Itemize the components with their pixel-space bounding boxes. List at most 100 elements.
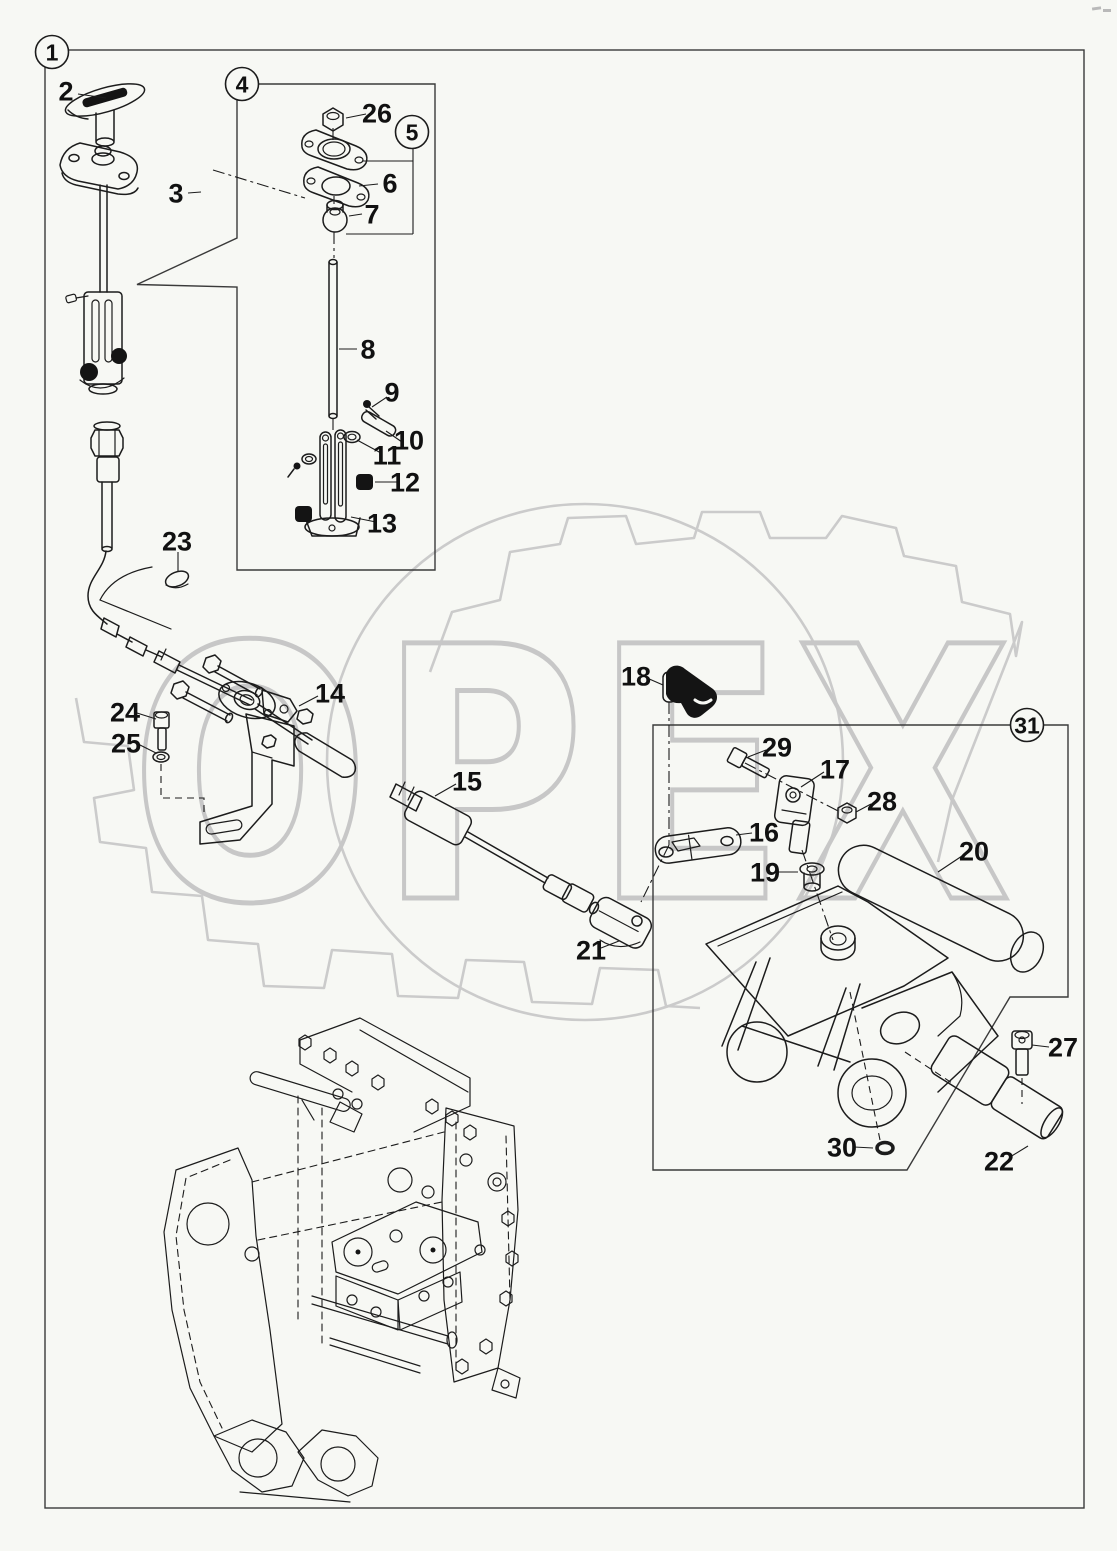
callout-20: 20 xyxy=(937,837,989,873)
frames xyxy=(44,49,1085,1509)
callout-number: 4 xyxy=(236,71,249,97)
callout-leader xyxy=(385,430,403,443)
callout-4: 4 xyxy=(224,66,260,102)
part-17-clevis-joint xyxy=(773,775,815,855)
callout-8: 8 xyxy=(339,335,376,365)
callout-number: 21 xyxy=(576,936,606,966)
callout-number: 28 xyxy=(867,787,897,817)
callout-number: 23 xyxy=(162,527,192,557)
main-border xyxy=(44,49,1085,1509)
callout-19: 19 xyxy=(750,858,798,888)
callout-number: 14 xyxy=(315,679,345,709)
watermark-text: OPEX xyxy=(130,573,1020,981)
part-10-shaft xyxy=(360,410,397,437)
callout-9: 9 xyxy=(371,378,400,408)
callout-bubble xyxy=(224,66,260,102)
callout-leader xyxy=(298,695,319,707)
part-7-ball-socket xyxy=(322,199,348,233)
callout-leader xyxy=(855,803,872,813)
callout-number: 24 xyxy=(110,698,140,728)
callout-7: 7 xyxy=(348,200,380,230)
callout-leader xyxy=(187,191,202,194)
callout-number: 9 xyxy=(384,378,399,408)
callout-number: 25 xyxy=(111,729,141,759)
callout-5: 5 xyxy=(346,114,430,235)
part-30-oring xyxy=(875,1140,895,1156)
callout-number: 29 xyxy=(762,733,792,763)
callout-leader xyxy=(136,712,157,720)
callout-6: 6 xyxy=(358,169,398,199)
callout-number: 6 xyxy=(382,169,397,199)
callout-bubble xyxy=(34,34,70,70)
callout-10: 10 xyxy=(385,426,424,456)
callout-leader xyxy=(937,855,963,873)
callout-number: 3 xyxy=(168,179,183,209)
callout-3: 3 xyxy=(168,179,202,209)
callout-12: 12 xyxy=(375,468,420,498)
part-27-screw xyxy=(1011,1030,1033,1076)
part-16-link xyxy=(654,827,742,864)
part-19-bushing xyxy=(799,862,825,892)
callout-leader xyxy=(356,439,382,454)
callout-29: 29 xyxy=(747,733,792,763)
part-25-washer xyxy=(152,751,170,763)
callout-31: 31 xyxy=(1009,707,1045,743)
callout-number: 26 xyxy=(362,99,392,129)
callout-13: 13 xyxy=(350,509,397,539)
axis-lines xyxy=(160,128,1023,1141)
hitch-frame-sketch xyxy=(163,1017,521,1503)
callout-30: 30 xyxy=(827,1133,874,1163)
callout-leader xyxy=(1031,1044,1050,1048)
callout-number: 10 xyxy=(394,426,424,456)
part-28-nut xyxy=(837,802,857,824)
part-15-cable xyxy=(389,781,600,915)
callout-bubble xyxy=(394,114,430,150)
callout-number: 19 xyxy=(750,858,780,888)
callout-leader xyxy=(137,743,157,754)
part-23-clip xyxy=(99,566,190,630)
callout-number: 12 xyxy=(390,468,420,498)
callout-leader xyxy=(800,771,825,788)
callout-number: 2 xyxy=(58,77,73,107)
callout-leader xyxy=(646,677,664,686)
part-11-washer xyxy=(343,430,361,444)
part-22-pin xyxy=(930,1035,1064,1140)
part-24-screw xyxy=(153,711,170,751)
part-26-nut xyxy=(322,107,344,132)
part-6-flanges xyxy=(301,129,370,208)
callout-number: 31 xyxy=(1014,712,1040,738)
detail-box-4 xyxy=(136,83,436,571)
detail-4-parts xyxy=(287,107,397,537)
callout-15: 15 xyxy=(434,767,482,797)
callout-leader xyxy=(747,749,767,758)
detail-box-31 xyxy=(652,724,1069,1171)
callout-23: 23 xyxy=(162,527,192,571)
callout-2: 2 xyxy=(58,77,107,107)
part-29-bolt xyxy=(726,747,770,779)
callout-number: 5 xyxy=(406,119,419,145)
callout-leader xyxy=(345,113,367,119)
callout-number: 22 xyxy=(984,1147,1014,1177)
callout-number: 15 xyxy=(452,767,482,797)
callout-16: 16 xyxy=(735,818,779,848)
callout-18: 18 xyxy=(621,662,664,692)
callout-24: 24 xyxy=(110,698,157,728)
callout-leader xyxy=(348,213,363,217)
cable-and-bracket-14 xyxy=(87,550,357,845)
callout-number: 8 xyxy=(360,335,375,365)
callout-1: 1 xyxy=(34,34,70,70)
part-13-bracket xyxy=(287,429,361,537)
part-20-lever-weldment xyxy=(705,844,1045,1128)
callout-number: 30 xyxy=(827,1133,857,1163)
detail-31-parts xyxy=(654,665,1064,1156)
opex-watermark: OPEX xyxy=(74,502,1024,1022)
callout-leader xyxy=(434,783,457,797)
callout-14: 14 xyxy=(298,679,345,709)
callout-number: 17 xyxy=(820,755,850,785)
callout-number: 11 xyxy=(373,441,402,471)
callout-number: 20 xyxy=(959,837,989,867)
callout-leader xyxy=(77,93,107,99)
